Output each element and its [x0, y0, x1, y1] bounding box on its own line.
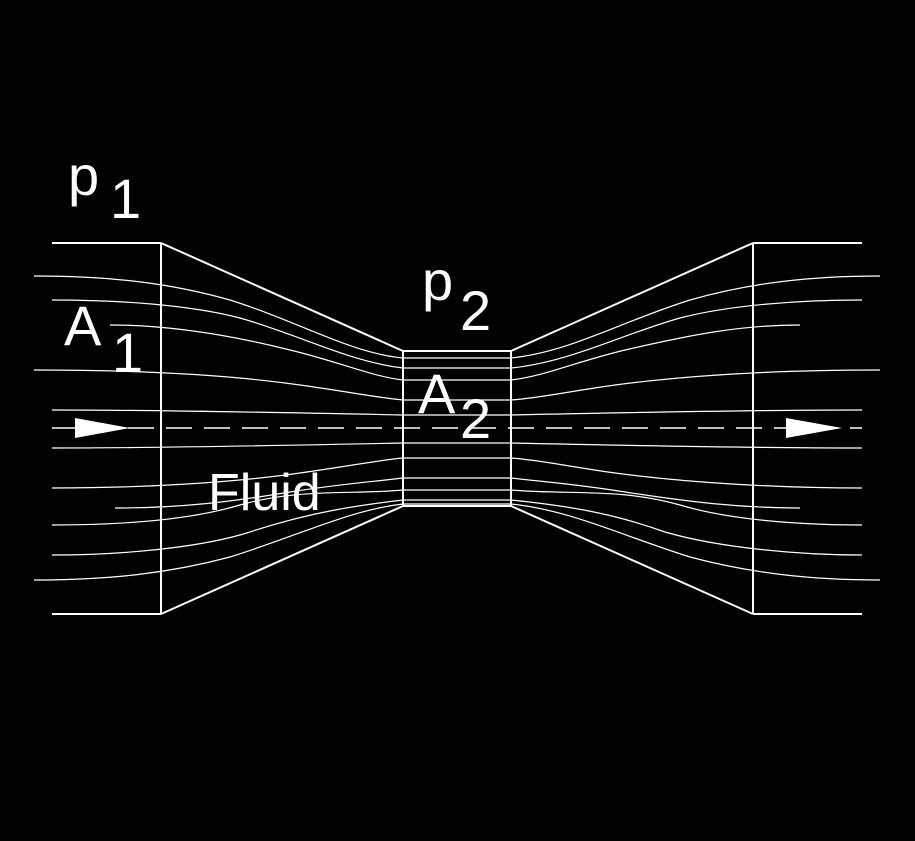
p2-label: p — [422, 249, 453, 312]
streamline-11 — [33, 503, 881, 581]
streamline-6 — [51, 442, 863, 449]
streamlines — [33, 275, 881, 581]
a1-subscript: 1 — [112, 321, 143, 384]
streamline-1 — [33, 275, 881, 359]
streamline-3 — [109, 324, 801, 381]
inlet-flow-arrow-icon — [75, 418, 130, 438]
streamline-7 — [51, 457, 863, 489]
p1-subscript: 1 — [110, 167, 141, 230]
streamline-5 — [51, 409, 863, 416]
diverging-top-wall — [510, 242, 754, 352]
streamline-2 — [51, 299, 863, 369]
a2-subscript: 2 — [460, 387, 491, 450]
converging-bottom-wall — [160, 505, 404, 615]
streamline-9 — [51, 489, 863, 526]
outlet-flow-arrow-icon — [786, 418, 842, 438]
streamline-4 — [33, 369, 881, 401]
fluid-label: Fluid — [208, 464, 321, 522]
converging-top-wall — [160, 242, 404, 352]
p1-label: p — [68, 144, 99, 207]
p2-subscript: 2 — [460, 279, 491, 342]
streamline-8 — [114, 477, 801, 509]
diverging-bottom-wall — [510, 505, 754, 615]
streamline-10 — [51, 499, 863, 556]
a2-label: A — [418, 362, 456, 425]
a1-label: A — [64, 294, 102, 357]
